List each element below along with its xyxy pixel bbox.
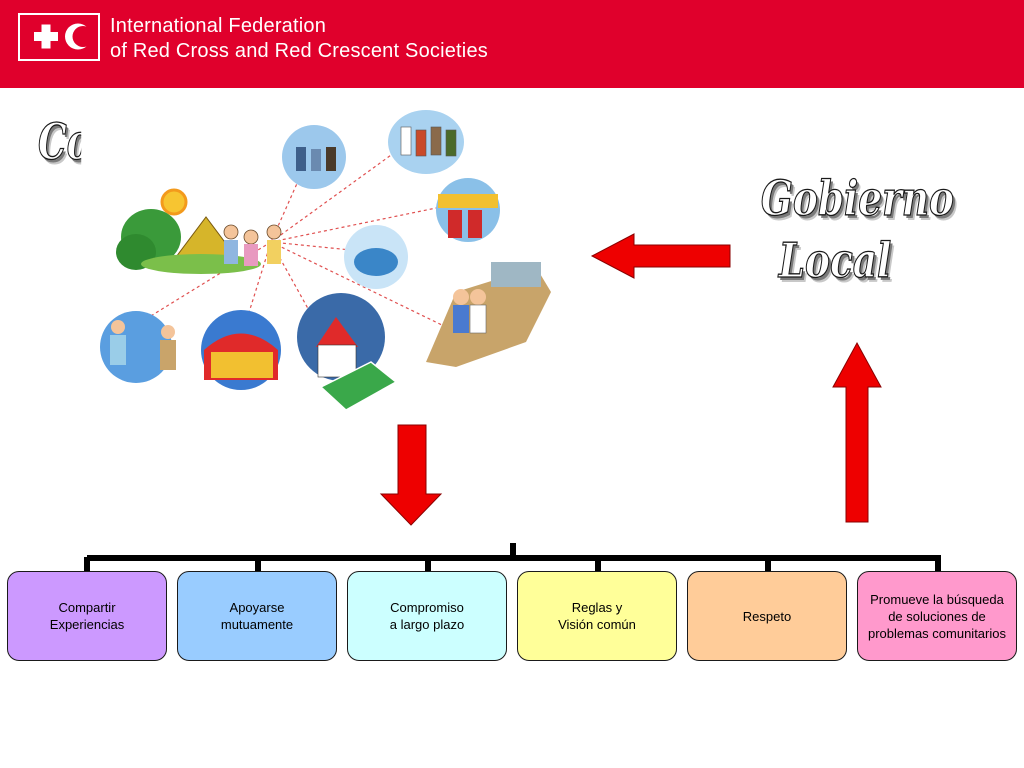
box-reglas-vision-comun: Reglas y Visión común [517,571,677,661]
box-promueve-soluciones: Promueve la búsqueda de soluciones de pr… [857,571,1017,661]
box-apoyarse-mutuamente: Apoyarse mutuamente [177,571,337,661]
box-label: Respeto [742,608,792,624]
organization-name: International Federation of Red Cross an… [110,14,488,64]
wordart-comunidad: Com [38,112,81,171]
gov-line1: Gobierno [760,170,954,227]
org-name-line1: International Federation [110,15,327,37]
gov-line2: Local [778,232,892,289]
arrow-left [590,233,731,279]
box-label: Apoyarse mutuamente [220,600,294,632]
logo-icon [34,23,94,50]
red-cross-red-crescent-logo [18,13,100,61]
arrow-down [379,424,443,526]
box-label: Reglas y Visión común [558,600,636,632]
box-compartir-experiencias: Compartir Experiencias [7,571,167,661]
header-bar: International Federation of Red Cross an… [0,0,1024,88]
box-label: Compromiso a largo plazo [389,600,465,632]
box-compromiso-largo-plazo: Compromiso a largo plazo [347,571,507,661]
box-label: Compartir Experiencias [49,600,125,632]
box-respeto: Respeto [687,571,847,661]
org-name-line2: of Red Cross and Red Crescent Societies [110,40,488,62]
community-collage-illustration [96,92,566,422]
arrow-up [832,341,882,523]
wordart-gobierno-local: Gobierno Local [760,168,954,292]
box-label: Promueve la búsqueda de soluciones de pr… [867,591,1006,641]
